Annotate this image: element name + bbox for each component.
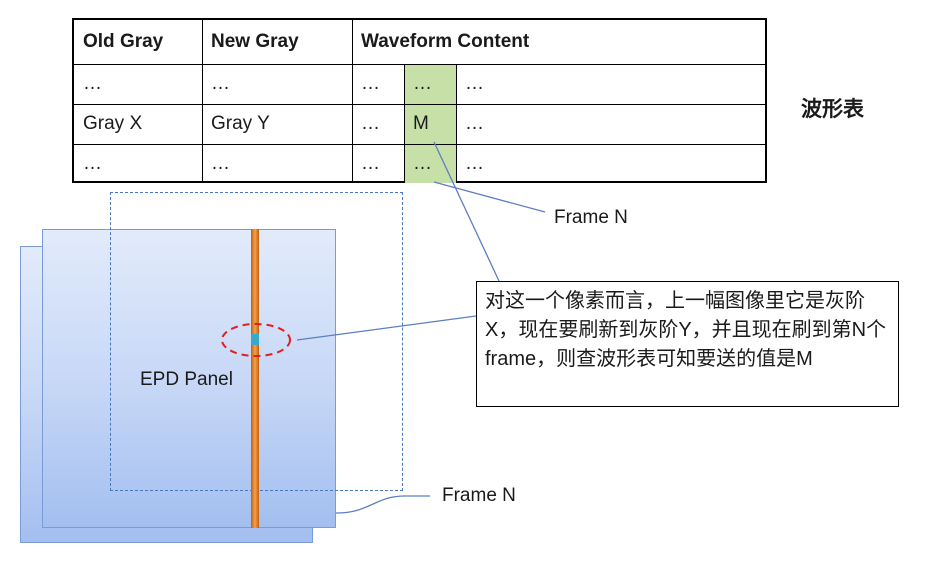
frame-label-top: Frame N — [554, 207, 628, 228]
header-old-gray: Old Gray — [83, 31, 164, 52]
cell-waveform: … — [361, 113, 380, 134]
highlighted-frame-column — [404, 64, 456, 183]
cell-waveform: … — [465, 152, 484, 174]
panel-sheet-front — [42, 229, 336, 528]
cell-new-gray: Gray Y — [211, 113, 270, 134]
table-divider — [404, 64, 405, 183]
m-to-note-line — [433, 141, 500, 282]
cell-new-gray: … — [211, 73, 230, 94]
pixel-marker-ellipse — [221, 323, 291, 357]
cell-waveform-frame-n: … — [413, 152, 432, 174]
table-divider — [202, 20, 203, 183]
cell-old-gray: Gray X — [83, 113, 143, 134]
cell-waveform: … — [465, 113, 484, 134]
table-divider — [456, 64, 457, 183]
cell-waveform: … — [361, 73, 380, 94]
target-pixel — [251, 334, 259, 345]
explanation-note: 对这一个像素而言，上一幅图像里它是灰阶X，现在要刷新到灰阶Y，并且现在刷到第N个… — [476, 281, 899, 407]
table-divider — [74, 144, 765, 145]
waveform-table: Old Gray New Gray Waveform Content … … …… — [72, 18, 767, 183]
cell-old-gray: … — [83, 152, 102, 174]
cell-waveform: … — [361, 152, 380, 174]
pixel-to-note-line — [296, 315, 477, 341]
cell-waveform: … — [465, 73, 484, 94]
cell-new-gray: … — [211, 152, 230, 174]
table-divider — [74, 64, 765, 65]
panel-to-frame-label-line — [335, 495, 430, 514]
table-title: 波形表 — [801, 98, 864, 121]
table-divider — [74, 104, 765, 105]
header-new-gray: New Gray — [211, 31, 299, 52]
table-row: … … … … … — [74, 144, 765, 183]
pixel-column — [251, 229, 259, 528]
table-row: Gray X Gray Y … M … — [74, 104, 765, 144]
header-waveform-content: Waveform Content — [361, 31, 530, 52]
cell-old-gray: … — [83, 73, 102, 94]
table-header-row: Old Gray New Gray Waveform Content — [74, 20, 765, 64]
table-row: … … … … … — [74, 64, 765, 104]
cell-waveform-frame-n: … — [413, 73, 432, 94]
table-divider — [352, 20, 353, 183]
frame-label-bottom: Frame N — [442, 485, 516, 506]
column-to-frame-label-line — [433, 181, 546, 213]
cell-waveform-frame-n: M — [413, 113, 429, 134]
panel-label: EPD Panel — [140, 369, 233, 390]
